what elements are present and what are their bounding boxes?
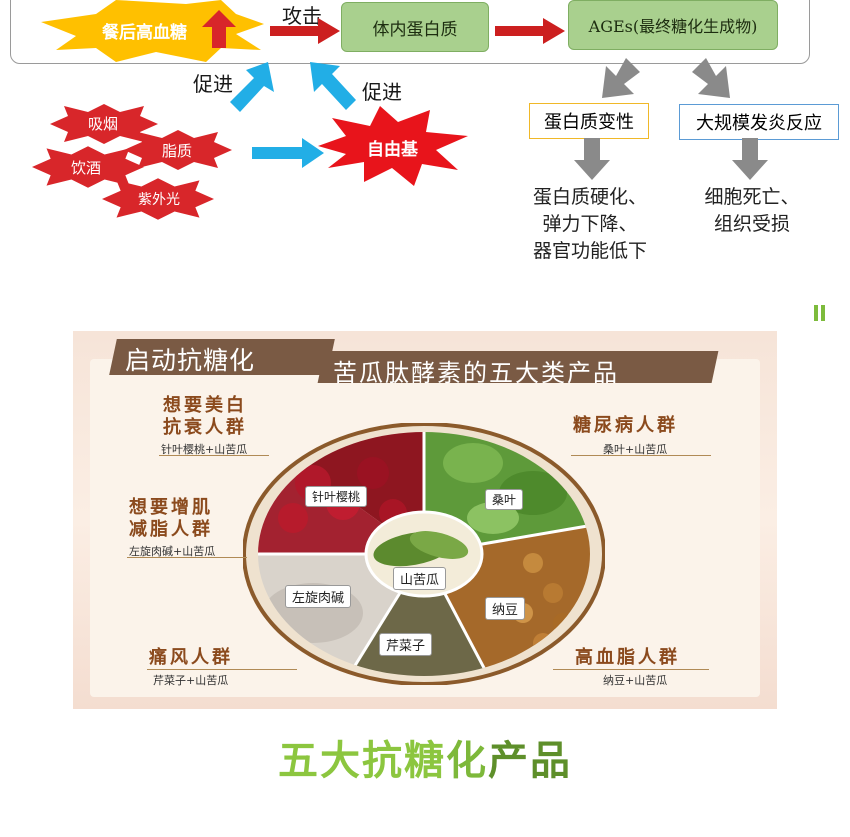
result-right-line-2: 组织受损	[713, 213, 790, 235]
promote-left-label: 促进	[193, 72, 233, 96]
center-label: 山苦瓜	[393, 567, 447, 590]
whitening-title-1: 想要美白	[163, 395, 247, 416]
whitening-title-2: 抗衰人群	[163, 417, 247, 438]
protein-denature-box: 蛋白质变性	[529, 103, 649, 139]
alcohol-label: 饮酒	[71, 159, 102, 177]
to-ages-arrow-icon	[495, 18, 565, 44]
header-right-text: 苦瓜肽酵素的五大类产品	[333, 359, 619, 387]
promote-left-arrow-icon	[230, 62, 274, 112]
celery-label: 芹菜子	[379, 633, 433, 656]
footer-title-part1: 五大抗糖	[278, 738, 446, 784]
muscle-title-2: 减脂人群	[129, 519, 213, 540]
result-left-line-1: 蛋白质硬化、	[532, 186, 647, 208]
uv-label: 紫外光	[138, 192, 180, 208]
attack-arrow-icon	[270, 18, 340, 44]
inflammation-box: 大规模发炎反应	[679, 104, 839, 140]
ages-to-denature-arrow-icon	[602, 58, 640, 98]
inflammation-down-arrow-icon	[732, 138, 768, 180]
header-left-text: 启动抗糖化	[125, 346, 256, 375]
free-radical-star	[318, 106, 468, 186]
uv-star	[102, 178, 214, 220]
protein-label: 体内蛋白质	[372, 19, 458, 40]
lipid-star	[124, 130, 232, 170]
gout-title: 痛风人群	[149, 647, 233, 668]
footer-title: 五大抗糖化产品	[0, 728, 850, 786]
result-left-line-2: 弹力下降、	[542, 213, 638, 235]
result-right: 细胞死亡、 组织受损	[684, 184, 820, 238]
natto-label: 纳豆	[485, 597, 526, 620]
protein-box: 体内蛋白质	[341, 2, 489, 52]
protein-denature-label: 蛋白质变性	[544, 112, 634, 133]
diagram-frame	[10, 0, 810, 64]
diabetes-sub: 桑叶+山苦瓜	[603, 443, 668, 456]
promote-right-arrow-icon	[310, 62, 356, 110]
free-radical-label: 自由基	[367, 140, 418, 160]
diabetes-leader	[571, 455, 711, 456]
carnitine-label: 左旋肉碱	[285, 585, 352, 608]
ages-to-inflammation-arrow-icon	[692, 58, 730, 98]
lipid-leader	[553, 669, 709, 670]
result-left: 蛋白质硬化、 弹力下降、 器官功能低下	[515, 184, 665, 265]
whitening-leader	[159, 455, 269, 456]
gout-sub: 芹菜子+山苦瓜	[153, 674, 229, 687]
muscle-title-1: 想要增肌	[129, 497, 213, 518]
promote-right-label: 促进	[362, 80, 402, 104]
muscle-title: 想要增肌 减脂人群	[129, 497, 213, 541]
attack-label: 攻击	[282, 4, 322, 28]
muscle-sub: 左旋肉碱+山苦瓜	[129, 545, 216, 558]
product-panel: 启动抗糖化 苦瓜肽酵素的五大类产品	[73, 331, 777, 709]
high-sugar-star	[41, 0, 264, 62]
result-left-line-3: 器官功能低下	[532, 240, 647, 262]
smoking-star	[50, 104, 158, 144]
smoking-label: 吸烟	[88, 115, 119, 133]
denature-down-arrow-icon	[574, 138, 610, 180]
to-free-radical-arrow-icon	[252, 138, 324, 168]
inflammation-label: 大规模发炎反应	[696, 113, 822, 134]
high-sugar-label: 餐后高血糖	[102, 23, 187, 43]
ages-box: AGEs(最终糖化生成物)	[568, 0, 778, 50]
diabetes-title: 糖尿病人群	[573, 415, 678, 436]
mulberry-label: 桑叶	[485, 489, 524, 510]
lipid-sub: 纳豆+山苦瓜	[603, 674, 668, 687]
cherry-label: 针叶樱桃	[305, 486, 368, 507]
muscle-leader	[127, 557, 247, 558]
ages-label: AGEs(最终糖化生成物)	[588, 17, 758, 36]
footer-title-part3: 产品	[488, 738, 572, 784]
alcohol-star	[32, 146, 144, 188]
up-arrow-icon	[202, 10, 236, 48]
whitening-sub: 针叶樱桃+山苦瓜	[161, 443, 248, 456]
whitening-title: 想要美白 抗衰人群	[163, 395, 247, 439]
lipid-title: 高血脂人群	[575, 647, 680, 668]
lipid-label: 脂质	[162, 142, 193, 160]
footer-title-part2: 化	[446, 738, 488, 784]
gout-leader	[147, 669, 297, 670]
result-right-line-1: 细胞死亡、	[704, 186, 800, 208]
pause-icon[interactable]	[814, 305, 826, 321]
